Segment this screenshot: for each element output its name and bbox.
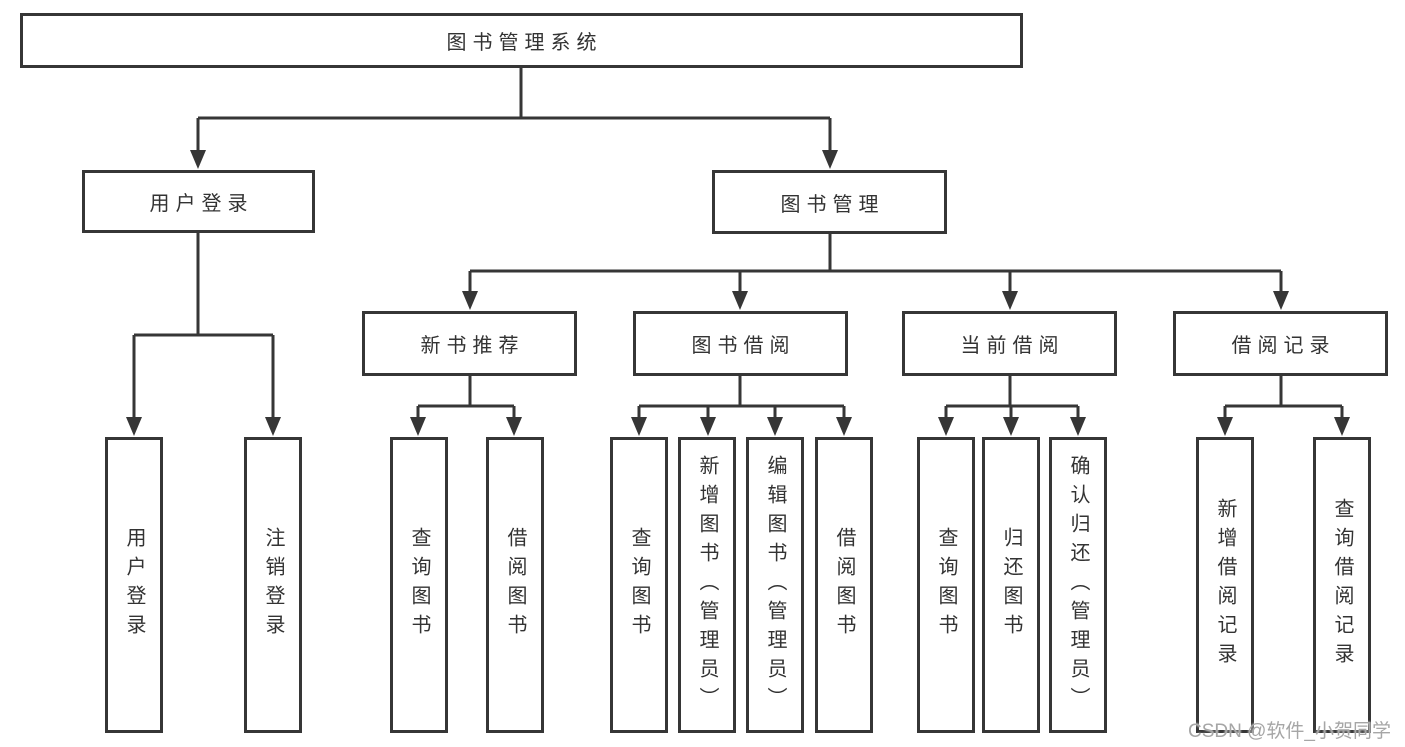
- leaf-return-books: 归还图书: [982, 437, 1040, 733]
- leaf-label: 查询借阅记录: [1331, 498, 1353, 672]
- node-book-borrow: 图书借阅: [633, 311, 848, 376]
- node-root-system: 图书管理系统: [20, 13, 1023, 68]
- arrowhead-path: [126, 150, 1350, 436]
- leaf-label: 新增借阅记录: [1214, 498, 1236, 672]
- leaf-label: 查询图书: [935, 527, 957, 643]
- node-new-book-recommend: 新书推荐: [362, 311, 577, 376]
- leaf-confirm-return-admin: 确认归还（管理员）: [1049, 437, 1107, 733]
- leaf-label: 查询图书: [408, 527, 430, 643]
- leaf-label: 查询图书: [628, 527, 650, 643]
- leaf-borrow-books: 借阅图书: [815, 437, 873, 733]
- leaf-label: 注销登录: [262, 527, 284, 643]
- leaf-label: 用户登录: [123, 527, 145, 643]
- leaf-add-books-admin: 新增图书（管理员）: [678, 437, 736, 733]
- leaf-add-borrow-record: 新增借阅记录: [1196, 437, 1254, 733]
- leaf-label: 新增图书（管理员）: [696, 454, 718, 716]
- leaf-logout: 注销登录: [244, 437, 302, 733]
- node-user-login: 用户登录: [82, 170, 315, 233]
- leaf-query-books-current: 查询图书: [917, 437, 975, 733]
- leaf-query-books-borrow: 查询图书: [610, 437, 668, 733]
- node-borrow-records: 借阅记录: [1173, 311, 1388, 376]
- leaf-label: 确认归还（管理员）: [1067, 454, 1089, 716]
- leaf-edit-books-admin: 编辑图书（管理员）: [746, 437, 804, 733]
- csdn-watermark: CSDN @软件_小贺同学: [1188, 721, 1391, 742]
- leaf-borrow-books-recommend: 借阅图书: [486, 437, 544, 733]
- leaf-query-books-recommend: 查询图书: [390, 437, 448, 733]
- leaf-label: 借阅图书: [833, 527, 855, 643]
- node-current-borrow: 当前借阅: [902, 311, 1117, 376]
- leaf-label: 借阅图书: [504, 527, 526, 643]
- leaf-query-borrow-record: 查询借阅记录: [1313, 437, 1371, 733]
- node-book-management: 图书管理: [712, 170, 947, 234]
- leaf-label: 编辑图书（管理员）: [764, 454, 786, 716]
- leaf-user-login: 用户登录: [105, 437, 163, 733]
- connector-line-path: [132, 68, 1344, 421]
- leaf-label: 归还图书: [1000, 527, 1022, 643]
